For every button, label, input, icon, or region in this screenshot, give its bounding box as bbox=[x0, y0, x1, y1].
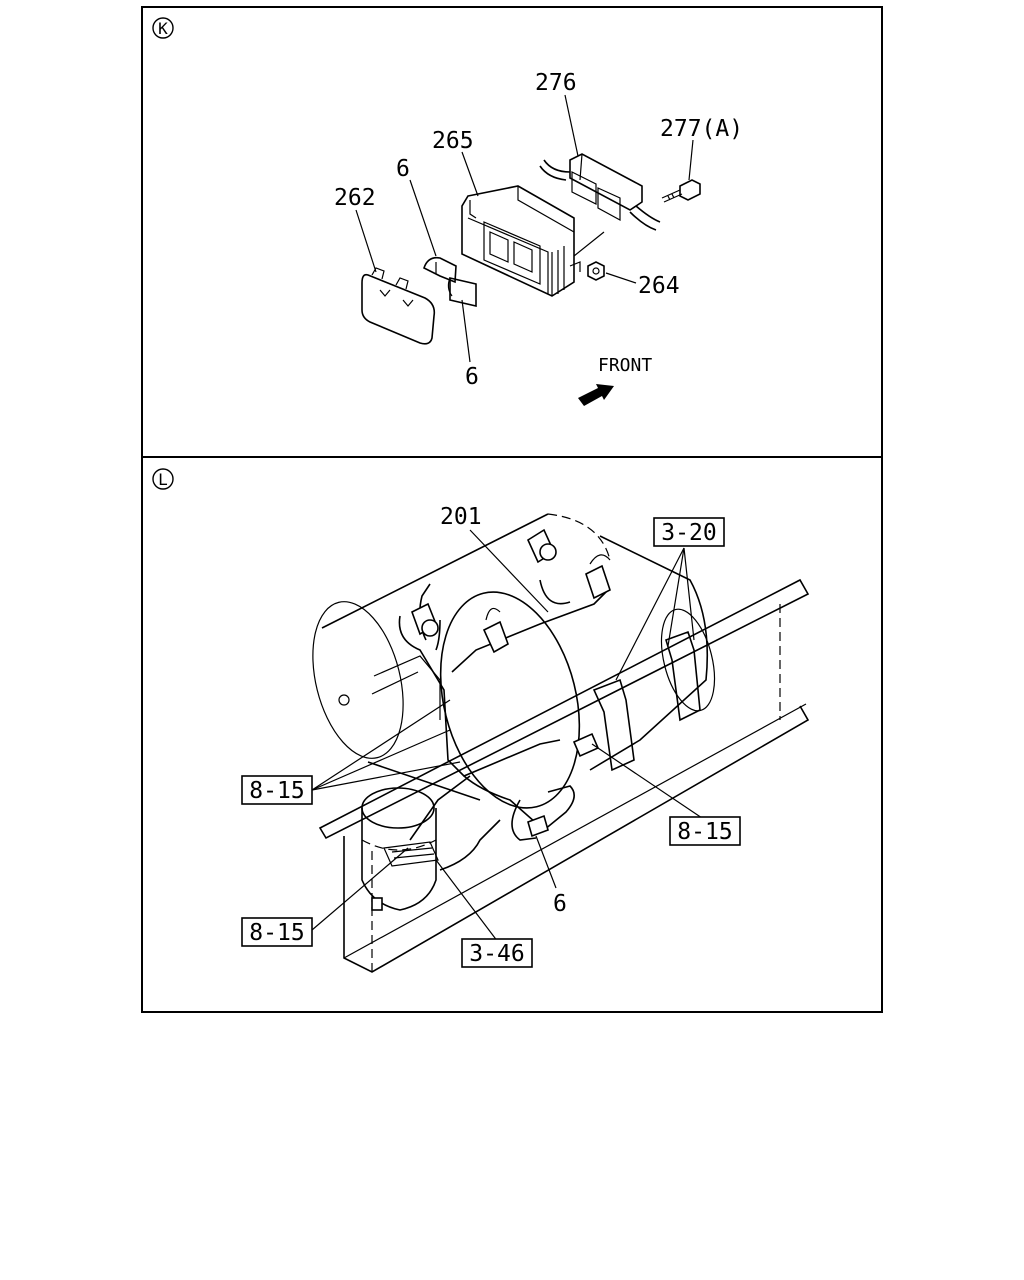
ref-box-8-15-left-upper-label: 8-15 bbox=[249, 778, 304, 804]
label-276: 276 bbox=[535, 70, 577, 96]
panel-l-id: L bbox=[158, 470, 168, 489]
panel-l-leaders bbox=[311, 529, 703, 943]
panel-k-id-circle: K bbox=[152, 17, 174, 39]
label-201: 201 bbox=[440, 504, 482, 530]
clip-6-upper-drawing bbox=[423, 256, 457, 284]
label-264: 264 bbox=[638, 273, 680, 299]
hoses-201-drawing bbox=[398, 579, 609, 871]
label-262: 262 bbox=[334, 185, 376, 211]
nut-264-drawing bbox=[587, 261, 605, 281]
panel-k-id: K bbox=[158, 19, 168, 38]
valve-drawings bbox=[411, 528, 611, 838]
connector-276-drawing bbox=[539, 153, 661, 231]
label-6-upper: 6 bbox=[396, 156, 410, 182]
ref-box-3-46: 3-46 bbox=[461, 938, 533, 968]
label-265: 265 bbox=[432, 128, 474, 154]
label-6-lower-panel: 6 bbox=[553, 891, 567, 917]
front-arrow-icon bbox=[578, 384, 614, 406]
cover-262-drawing bbox=[361, 267, 436, 345]
frame-rail-drawing bbox=[318, 578, 810, 973]
label-6-lower: 6 bbox=[465, 364, 479, 390]
box-265-drawing bbox=[461, 185, 575, 297]
panel-l: L bbox=[141, 456, 883, 1013]
ref-box-8-15-left-lower-label: 8-15 bbox=[249, 920, 304, 946]
ref-box-8-15-right: 8-15 bbox=[669, 816, 741, 846]
air-tank-drawing bbox=[312, 513, 716, 809]
panel-k: K bbox=[141, 6, 883, 458]
small-tank-drawing bbox=[361, 787, 439, 911]
panel-l-frame bbox=[141, 456, 883, 1013]
ref-box-8-15-right-label: 8-15 bbox=[677, 819, 732, 845]
ref-box-8-15-left-upper: 8-15 bbox=[241, 775, 313, 805]
ref-box-3-46-label: 3-46 bbox=[469, 941, 524, 967]
ref-box-3-20: 3-20 bbox=[653, 517, 725, 547]
label-277a: 277(A) bbox=[660, 116, 743, 142]
screw-277a-drawing bbox=[661, 179, 701, 203]
ref-box-3-20-label: 3-20 bbox=[661, 520, 716, 546]
panel-k-leaders bbox=[355, 94, 694, 363]
panel-l-id-circle: L bbox=[152, 468, 174, 490]
ref-box-8-15-left-lower: 8-15 bbox=[241, 917, 313, 947]
clip-6-lower-drawing bbox=[447, 276, 477, 308]
panel-k-frame bbox=[141, 6, 883, 458]
front-label: FRONT bbox=[598, 355, 652, 376]
